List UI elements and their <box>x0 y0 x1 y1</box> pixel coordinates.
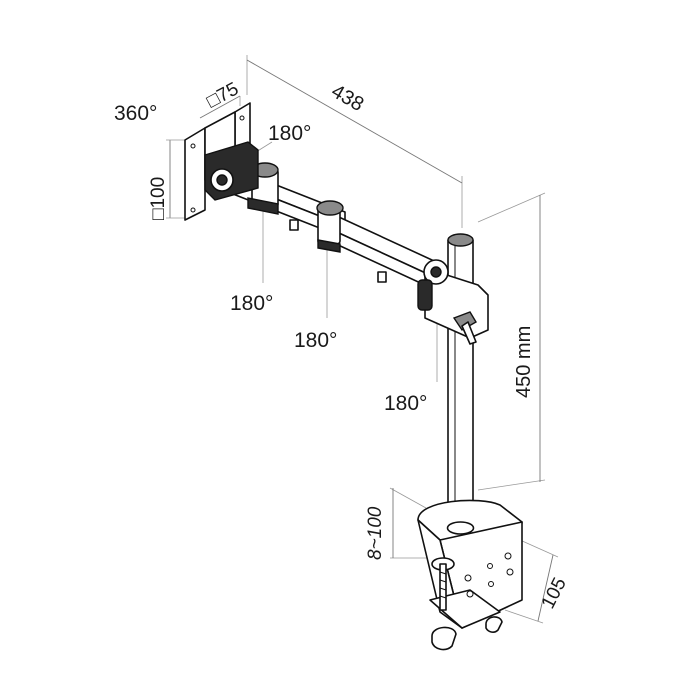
label-arm-length-438: 438 <box>328 80 368 116</box>
dimension-lines <box>166 55 559 624</box>
label-swivel-180-middle: 180° <box>294 329 337 352</box>
label-swivel-180-pole: 180° <box>384 392 427 415</box>
pole-clamp-joint <box>417 259 489 345</box>
label-tilt-180: 180° <box>268 122 311 145</box>
label-vesa-100: □100 <box>148 177 169 220</box>
dimension-labels: 360° □75 □100 438 180° 180° 180° 180° 45… <box>114 79 571 613</box>
label-swivel-180-inner: 180° <box>230 292 273 315</box>
arm <box>232 162 446 293</box>
label-pole-height-450mm: 450 mm <box>513 326 535 398</box>
label-clamp-range-8-100: 8~100 <box>365 506 386 560</box>
desk-clamp <box>417 499 523 651</box>
vesa-head <box>184 102 259 221</box>
label-clamp-depth-105: 105 <box>538 574 571 612</box>
label-rotation-360: 360° <box>114 102 157 125</box>
label-vesa-75: □75 <box>203 79 242 113</box>
